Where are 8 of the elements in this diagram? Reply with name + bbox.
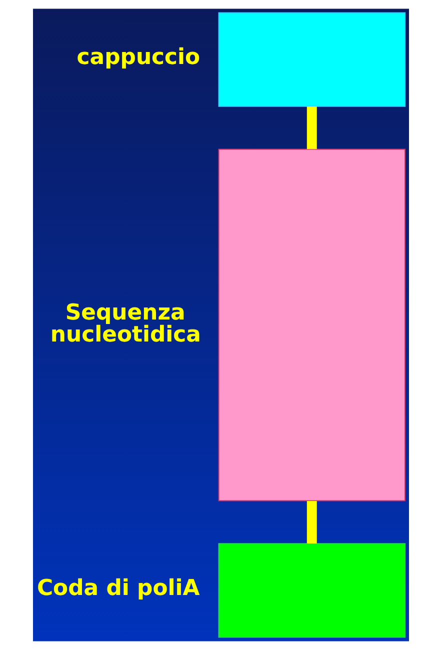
connector	[306, 501, 316, 544]
node-box	[218, 148, 406, 502]
connector	[306, 106, 316, 150]
node-label: Sequenza nucleotidica	[50, 300, 200, 348]
node-box	[218, 12, 406, 107]
node-label: Coda di poliA	[36, 576, 200, 602]
node-box	[218, 543, 406, 638]
node-label: cappuccio	[76, 45, 200, 70]
